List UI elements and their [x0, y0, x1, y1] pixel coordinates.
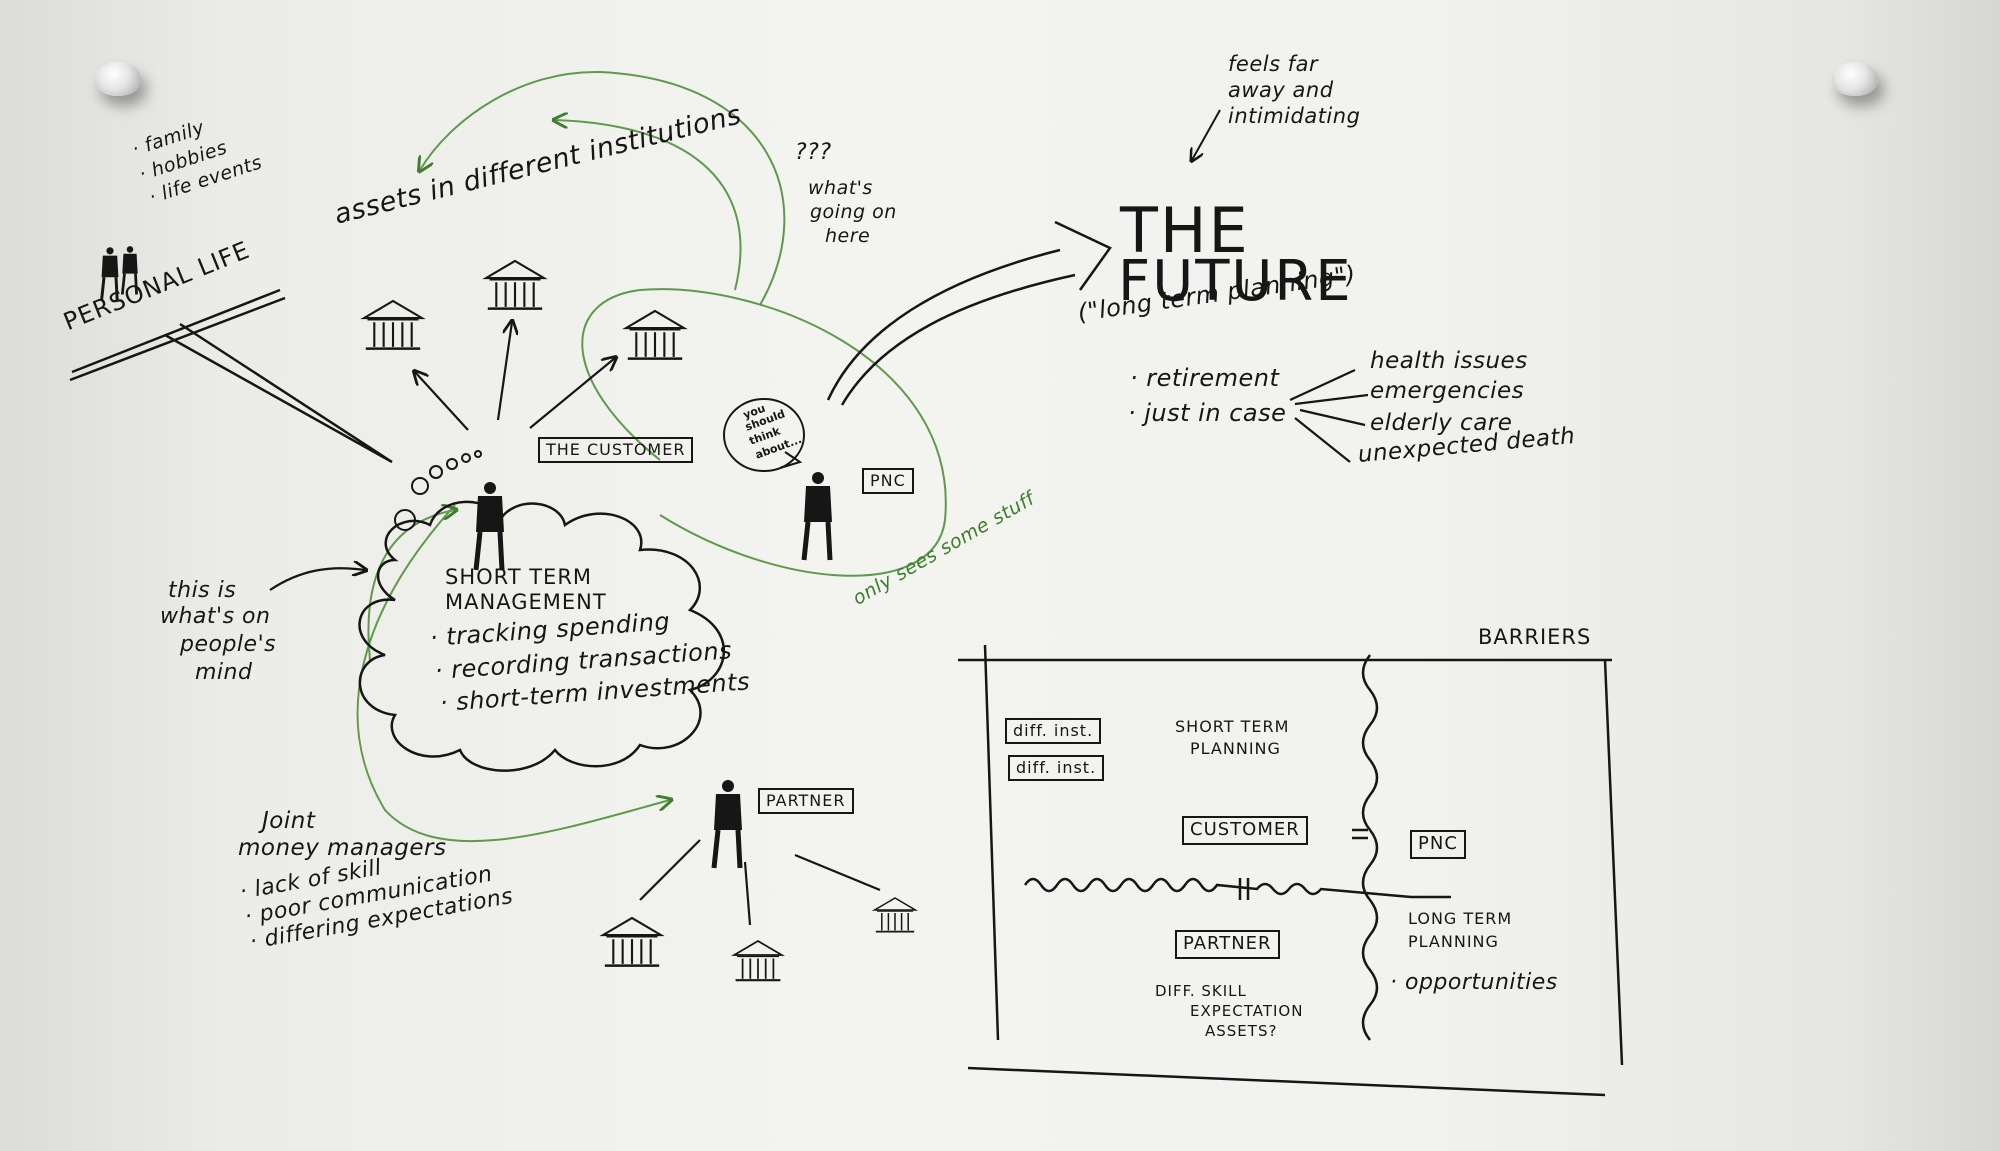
bank-icon [624, 309, 686, 360]
partner-label: PARTNER [758, 788, 854, 815]
partner-bank-lines [639, 839, 881, 926]
question-text: what's [808, 177, 873, 199]
pushpin-left [95, 62, 141, 96]
question-text: going on [810, 201, 897, 223]
future-title: FUTURE [1118, 249, 1353, 314]
joint-label: money managers [238, 835, 447, 861]
mind-note: this is [168, 578, 237, 603]
future-note: away and [1228, 78, 1334, 102]
question-marks: ??? [795, 140, 832, 165]
future-title: THE [1120, 194, 1250, 267]
pnc-label: PNC [862, 468, 914, 495]
barriers-frame [958, 644, 1624, 1097]
pushpin-right [1832, 62, 1878, 96]
customer-label: THE CUSTOMER [538, 437, 694, 464]
future-note: intimidating [1228, 104, 1361, 128]
diff-note: ASSETS? [1205, 1022, 1278, 1040]
question-text: here [825, 225, 871, 247]
pnc-figure [804, 472, 832, 560]
partner-figure [714, 780, 742, 868]
future-case: elderly care [1370, 410, 1513, 436]
barrier-pnc-label: PNC [1410, 830, 1466, 859]
short-term-title: MANAGEMENT [445, 590, 607, 614]
barrier-partner-label: PARTNER [1175, 930, 1280, 959]
bank-icon [362, 299, 424, 350]
long-term-planning: PLANNING [1408, 932, 1499, 951]
future-arrow [826, 220, 1112, 406]
diff-inst-label: diff. inst. [1005, 718, 1102, 745]
diff-note: DIFF. SKILL [1155, 982, 1247, 1000]
future-note: feels far [1228, 52, 1319, 76]
short-term-cloud [358, 500, 726, 772]
bank-icon [484, 259, 546, 310]
mind-note: people's [180, 632, 277, 657]
long-term-planning: LONG TERM [1408, 909, 1513, 928]
bank-icon [601, 916, 663, 967]
bank-icon [733, 939, 783, 982]
thought-bubbles [394, 450, 482, 531]
personal-life-lines [69, 288, 393, 464]
barriers-title: BARRIERS [1478, 625, 1592, 649]
short-term-planning: PLANNING [1190, 739, 1281, 758]
speech-bubble [723, 398, 805, 472]
joint-label: Joint [262, 808, 316, 834]
mind-arrow [269, 568, 365, 591]
diff-inst-label: diff. inst. [1008, 755, 1105, 782]
customer-bank-arrows [415, 322, 615, 431]
short-term-title: SHORT TERM [445, 565, 593, 589]
customer-figure [476, 482, 504, 570]
short-term-planning: SHORT TERM [1175, 717, 1290, 736]
diff-note: EXPECTATION [1190, 1002, 1304, 1020]
barrier-customer-label: CUSTOMER [1182, 816, 1308, 845]
opportunities-label: · opportunities [1390, 970, 1558, 995]
mind-note: mind [195, 660, 253, 685]
future-item: · retirement [1130, 364, 1280, 392]
future-item: · just in case [1128, 399, 1287, 427]
just-in-case-branches [1289, 369, 1369, 463]
future-case: health issues [1370, 348, 1528, 374]
mind-note: what's on [160, 604, 271, 629]
bank-icon [873, 897, 917, 933]
future-case: emergencies [1370, 378, 1525, 404]
